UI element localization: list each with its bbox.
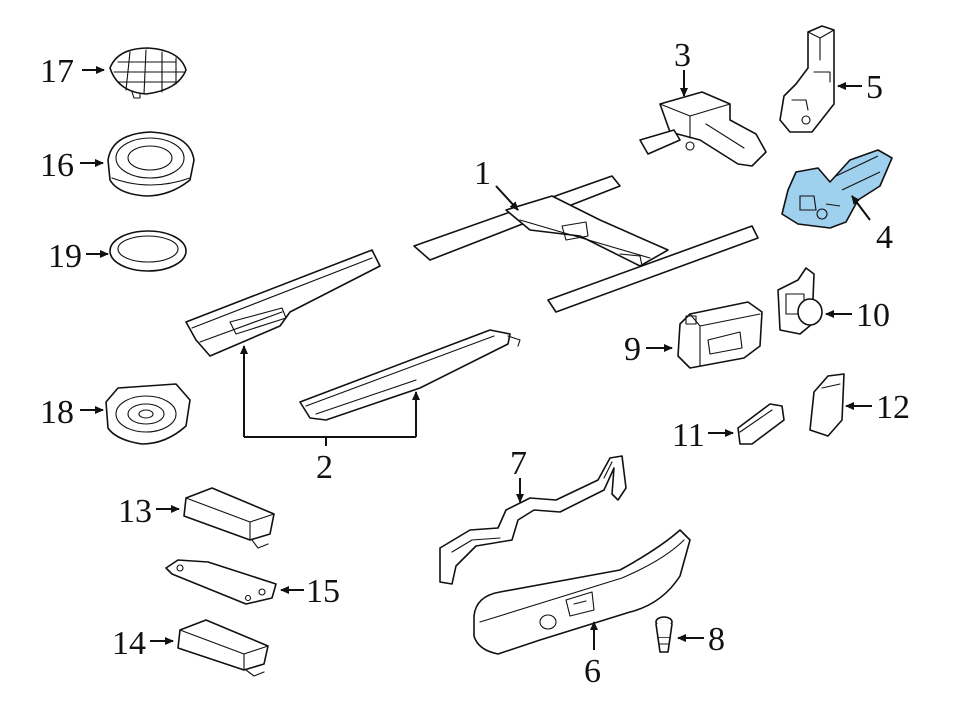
- callout-2: 2: [316, 449, 333, 486]
- callout-9: 9: [624, 331, 641, 368]
- part-15-bracket: [165, 559, 277, 605]
- callout-1: 1: [474, 155, 491, 192]
- callout-3: 3: [674, 37, 691, 74]
- part-17-speaker-grille: [109, 47, 187, 99]
- part-6-side-shield: [473, 529, 691, 655]
- callout-19: 19: [48, 238, 82, 275]
- part-2-track-lower: [299, 329, 521, 421]
- part-10-switch-knob: [777, 267, 823, 335]
- callout-18: 18: [40, 394, 74, 431]
- callout-5: 5: [866, 69, 883, 106]
- part-5-adjuster: [779, 25, 835, 133]
- part-16-speaker: [107, 131, 195, 197]
- part-14-module: [177, 619, 269, 677]
- part-19-ring-seal: [109, 230, 187, 272]
- part-8-clip: [655, 616, 673, 653]
- callout-16: 16: [40, 147, 74, 184]
- callout-8: 8: [708, 621, 725, 658]
- part-13-module: [183, 487, 275, 549]
- callout-11: 11: [672, 417, 705, 454]
- part-7-wire-bracket: [439, 455, 627, 585]
- part-18-speaker: [105, 383, 191, 445]
- part-12-lever-cover: [809, 373, 845, 437]
- bracket-2: [240, 345, 420, 446]
- part-11-button: [737, 403, 785, 445]
- callout-4: 4: [876, 219, 893, 256]
- part-4-motor-highlighted: [781, 149, 893, 229]
- callout-13: 13: [118, 493, 152, 530]
- callout-7: 7: [510, 445, 527, 482]
- part-1-seat-frame: [413, 175, 759, 313]
- callout-10: 10: [856, 297, 890, 334]
- arrow-4: [851, 195, 871, 221]
- arrow-1: [495, 185, 519, 211]
- callout-6: 6: [584, 653, 601, 690]
- callout-12: 12: [876, 389, 910, 426]
- part-9-seat-switch: [677, 301, 763, 369]
- callout-14: 14: [112, 625, 146, 662]
- callout-17: 17: [40, 53, 74, 90]
- part-3-motor: [639, 91, 767, 167]
- part-2-track-upper: [185, 249, 381, 357]
- callout-15: 15: [306, 573, 340, 610]
